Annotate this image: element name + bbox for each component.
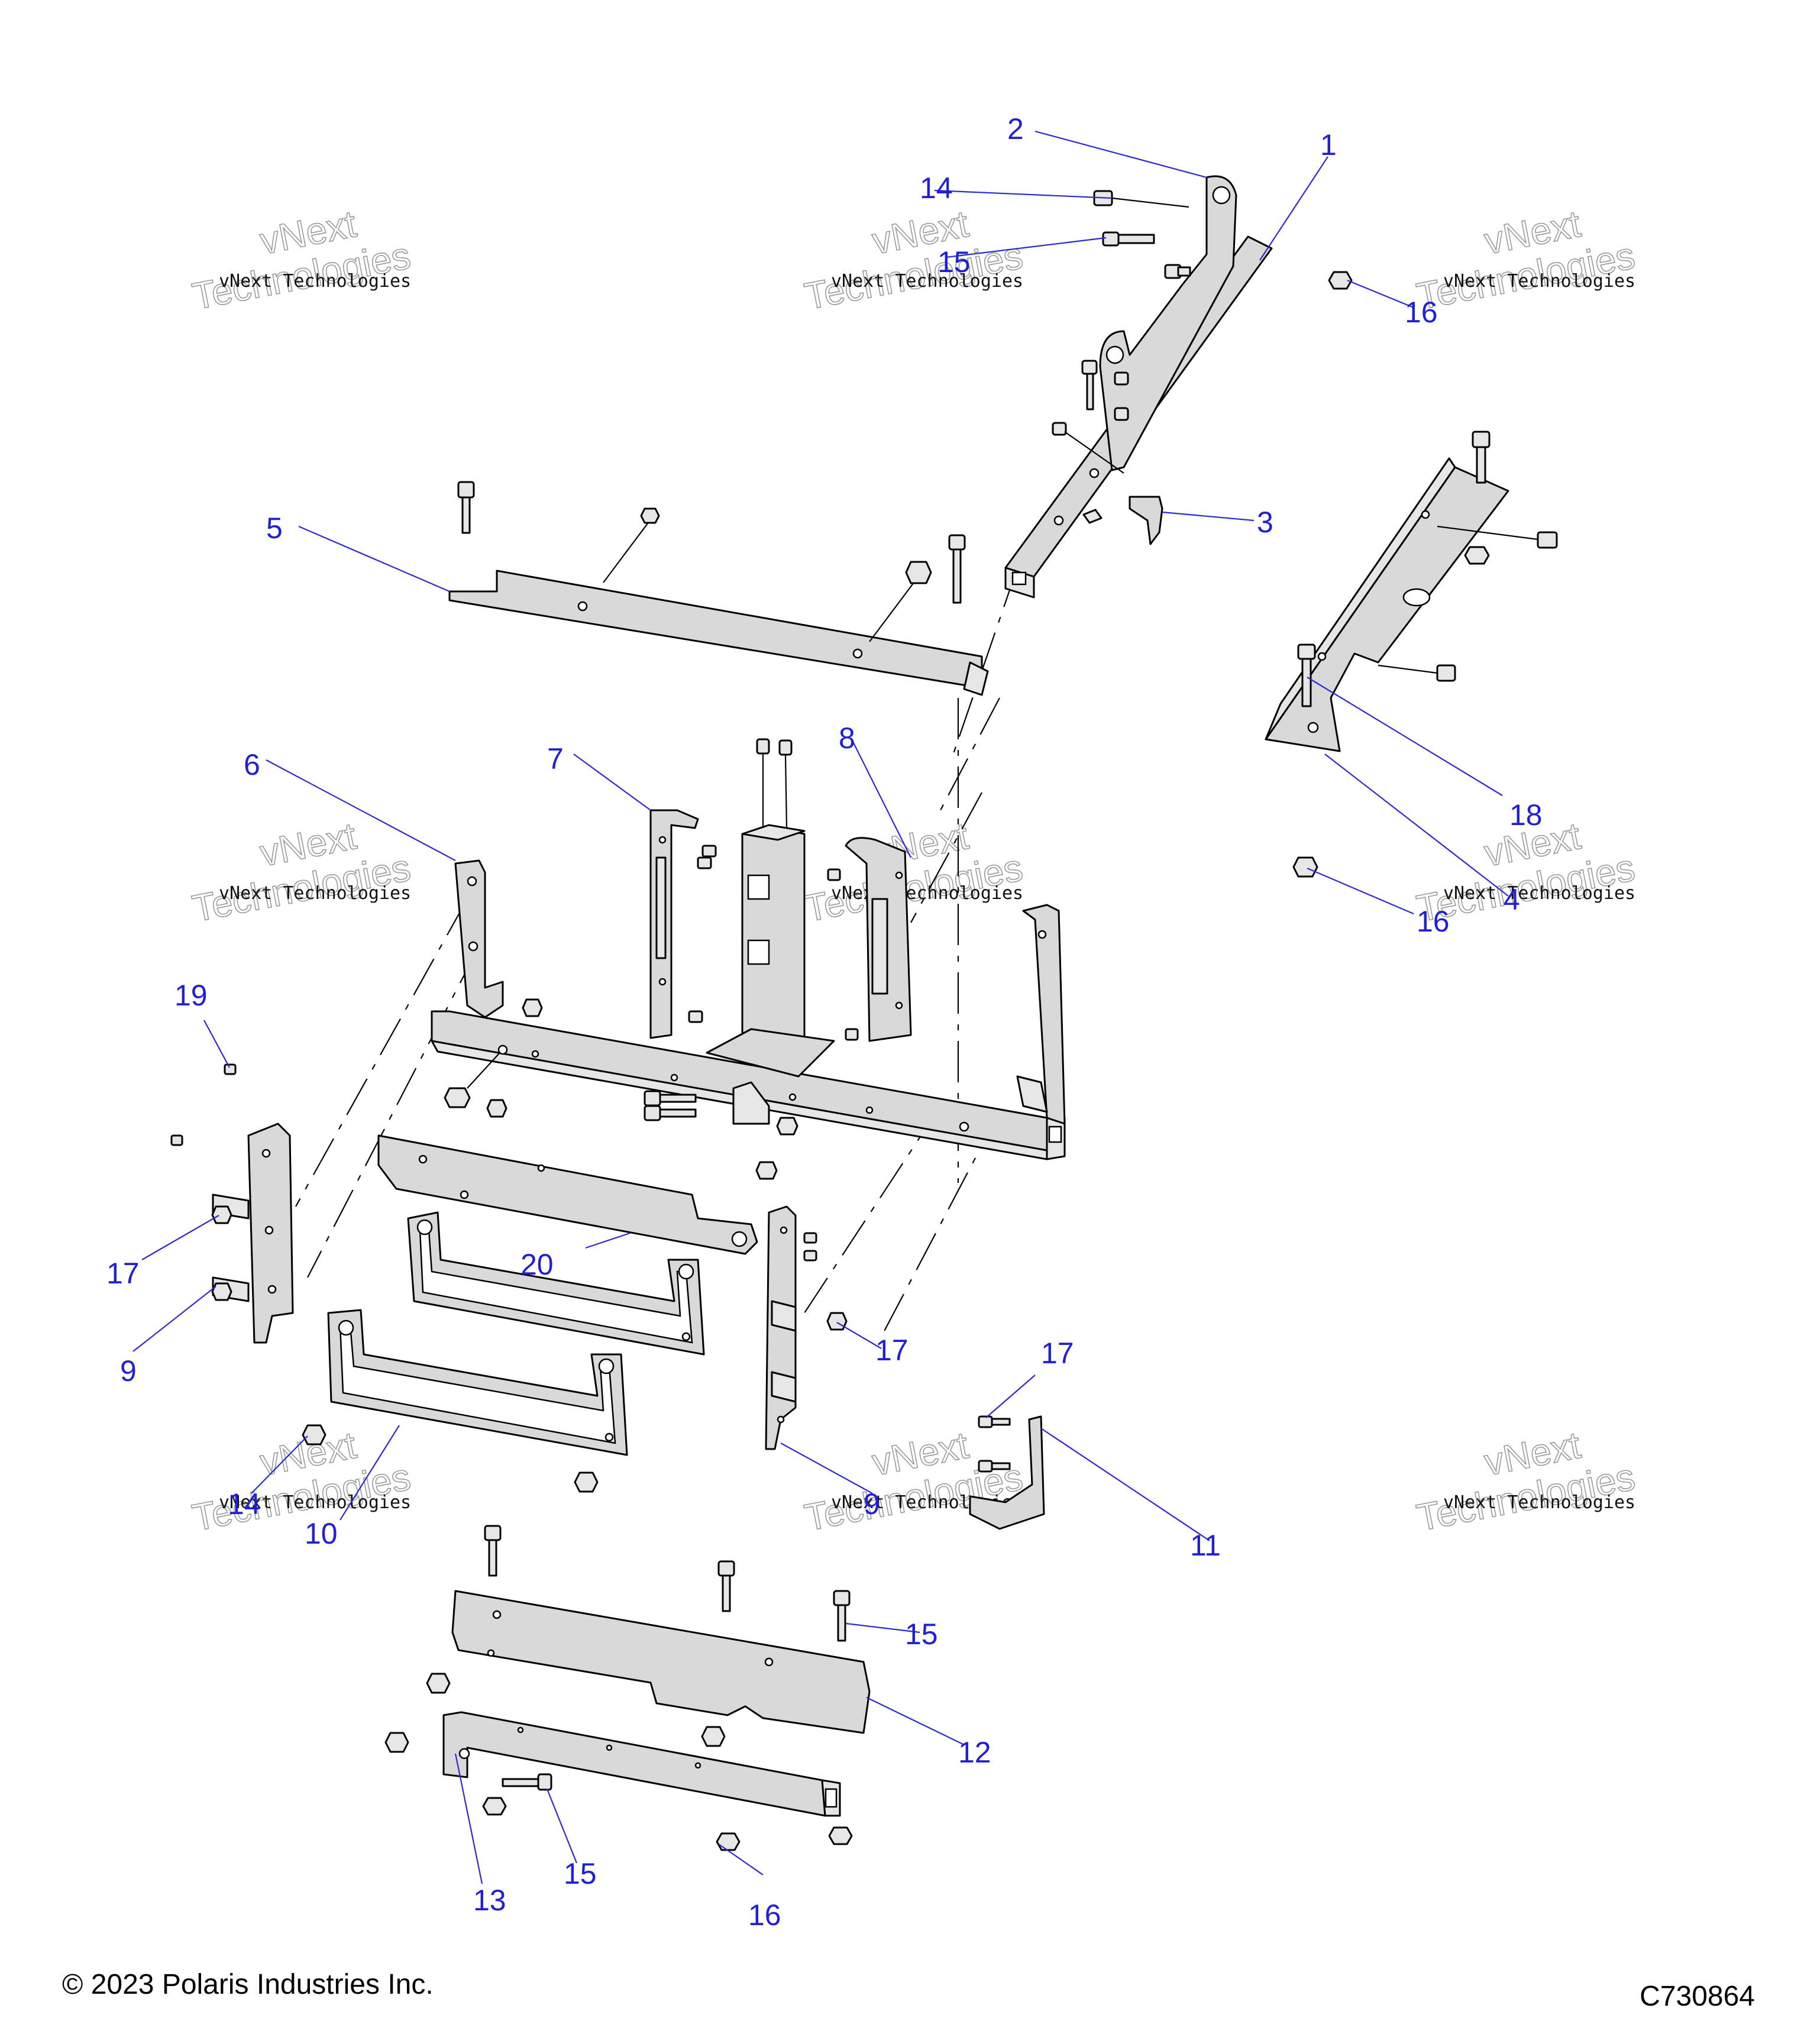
callout-13: 13 <box>473 1884 506 1917</box>
leader-lines <box>132 130 1509 1884</box>
callout-15-bottom: 15 <box>564 1857 597 1890</box>
callout-14-top: 14 <box>920 172 953 205</box>
part-10-loop-frame-lower <box>302 1309 628 1493</box>
watermark-text: vNext Technologies <box>831 883 1023 904</box>
watermark-mid-left: vNext Technologies vNext Technologies <box>189 814 415 930</box>
part-7-plate <box>649 809 717 1039</box>
callout-9-left: 9 <box>120 1354 137 1388</box>
part-3-small-bracket <box>1129 496 1163 545</box>
callout-20: 20 <box>520 1248 554 1281</box>
watermark-text: vNext Technologies <box>831 271 1023 292</box>
callout-17-left: 17 <box>106 1257 140 1290</box>
part-10-loop-frame-upper <box>407 1211 705 1356</box>
callout-16-bottom: 16 <box>748 1899 781 1932</box>
callout-1: 1 <box>1320 128 1337 161</box>
nut-16-top <box>1328 271 1353 290</box>
watermark-top-left: vNext Technologies vNext Technologies <box>189 202 415 318</box>
watermark-text: vNext Technologies <box>1443 883 1635 904</box>
part-20-channel <box>377 1134 758 1255</box>
part-8-plate <box>827 837 912 1042</box>
part-9-right-plate <box>765 1205 848 1450</box>
part-11-l-bracket <box>969 1415 1045 1530</box>
callout-10: 10 <box>305 1517 338 1550</box>
drawing-number: C730864 <box>1640 1981 1755 2012</box>
callout-8: 8 <box>839 722 855 755</box>
watermark-text: vNext Technologies <box>219 883 411 904</box>
watermark-bottom-right: vNext Technologies vNext Technologies <box>1413 1423 1639 1540</box>
part-2-strap-bracket <box>1099 175 1237 471</box>
part-13-lower-tube <box>384 1711 853 1851</box>
callout-19: 19 <box>174 979 208 1012</box>
watermark-text: vNext Technologies <box>219 271 411 292</box>
watermark-bottom-left: vNext Technologies vNext Technologies <box>189 1423 415 1540</box>
watermark-top-right: vNext Technologies vNext Technologies <box>1413 202 1639 318</box>
main-cross-frame <box>431 738 1066 1180</box>
callout-16-top: 16 <box>1405 296 1438 329</box>
callout-15-middle: 15 <box>905 1618 938 1651</box>
watermark-text: vNext Technologies <box>1443 271 1635 292</box>
callout-6: 6 <box>244 748 260 781</box>
callout-15-top: 15 <box>937 245 971 279</box>
callout-4: 4 <box>1504 883 1520 916</box>
assembly-centerlines <box>295 567 1019 1337</box>
callout-18: 18 <box>1509 798 1543 832</box>
watermark-bottom-center: vNext Technologies vNext Technologies <box>801 1423 1027 1540</box>
copyright-notice: © 2023 Polaris Industries Inc. <box>62 1969 434 2000</box>
callout-17-middle: 17 <box>875 1334 908 1367</box>
part-5-top-channel <box>448 481 989 696</box>
callout-12: 12 <box>958 1736 991 1769</box>
callout-numbers: 1 2 3 4 5 6 7 8 9 9 10 11 12 13 14 14 15… <box>106 112 1543 1932</box>
callout-11: 11 <box>1190 1529 1221 1562</box>
part-9-left-plate <box>170 1123 294 1344</box>
callout-9-right: 9 <box>864 1487 880 1521</box>
part-12-lower-plate <box>426 1525 871 1747</box>
callout-14-bottom: 14 <box>228 1487 261 1521</box>
watermark-top-center: vNext Technologies vNext Technologies <box>801 202 1027 318</box>
bolt-19 <box>224 1063 237 1075</box>
watermark-text: vNext Technologies <box>1443 1492 1635 1513</box>
watermark-text: vNext Technologies <box>219 1492 411 1513</box>
callout-2: 2 <box>1007 112 1024 145</box>
callout-5: 5 <box>266 512 283 545</box>
part-6-left-plate <box>454 859 504 1018</box>
callout-17-right: 17 <box>1041 1337 1074 1370</box>
callout-16-middle: 16 <box>1417 905 1450 938</box>
callout-3: 3 <box>1257 506 1273 539</box>
bolts-upper <box>1052 190 1191 524</box>
part-4-right-rail <box>1265 431 1558 878</box>
callout-7: 7 <box>547 742 564 775</box>
